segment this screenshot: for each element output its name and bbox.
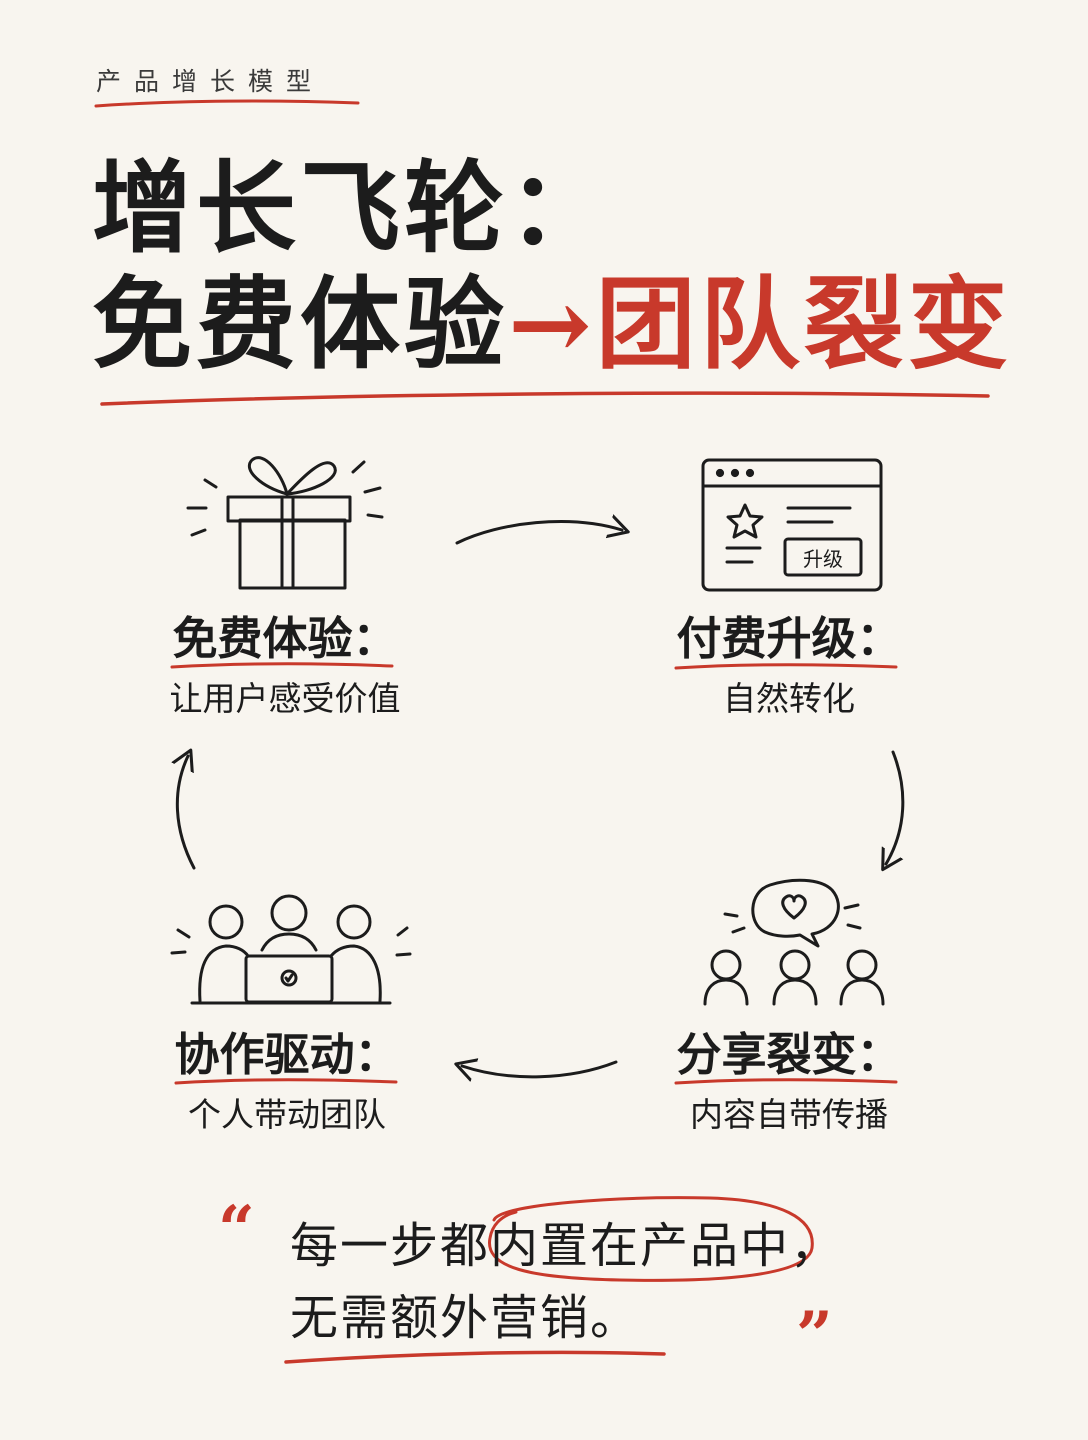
node-share-title: 分享裂变： [676,1028,902,1081]
arrow-paid-to-share [886,750,905,864]
title-line-2: 免费体验→团队裂变 [92,274,1012,374]
title-arrow: → [508,265,596,383]
node-share-subtitle: 内容自带传播 [690,1095,888,1134]
node-paid-title: 付费升级： [676,612,902,665]
quote-line-2: 无需额外营销。 [290,1290,641,1346]
arrow-share-to-collab [462,1062,618,1077]
title-text-prefix: 免费体验 [92,265,508,383]
kicker-underline [94,99,360,108]
gift-icon [186,456,384,590]
underline-collab [174,1078,398,1085]
title-line-1: 增长飞轮： [92,158,612,258]
quote-open-mark: “ [218,1192,255,1267]
node-free-title: 免费体验： [172,612,398,665]
underline-share [674,1078,898,1085]
node-share: 分享裂变： 内容自带传播 [654,1032,924,1131]
quote-line1-prefix: 每一步都 [290,1218,491,1274]
quote-close-mark: ” [796,1298,833,1373]
node-collaboration: 协作驱动： 个人带动团队 [152,1032,422,1131]
title-underline [100,391,990,406]
quote-line1-circled: 内置在产品中 [490,1218,791,1274]
node-paid-subtitle: 自然转化 [723,679,855,718]
people-heart-chat-icon [703,878,885,1006]
team-laptop-icon [170,894,412,1005]
browser-upgrade-icon [701,458,883,592]
title-text-1: 增长飞轮： [92,149,612,267]
kicker-label: 产品增长模型 [96,67,325,96]
arrow-free-to-paid [455,522,622,545]
underline-paid [674,663,898,670]
quote-line-1: 每一步都内置在产品中， [290,1222,840,1270]
quote-underline [284,1350,666,1364]
title-text-accent: 团队裂变 [595,265,1012,383]
arrow-collab-to-free [177,756,196,870]
node-collab-subtitle: 个人带动团队 [188,1095,386,1134]
node-free-trial: 免费体验： 让用户感受价值 [150,616,420,715]
underline-free [170,662,394,669]
quote-line1-suffix: ， [790,1218,841,1274]
node-free-subtitle: 让用户感受价值 [169,679,401,718]
quote-circle-highlight [488,1196,814,1282]
node-paid-upgrade: 付费升级： 自然转化 [654,616,924,715]
upgrade-badge-text: 升级 [803,547,843,571]
node-collab-title: 协作驱动： [174,1028,400,1081]
